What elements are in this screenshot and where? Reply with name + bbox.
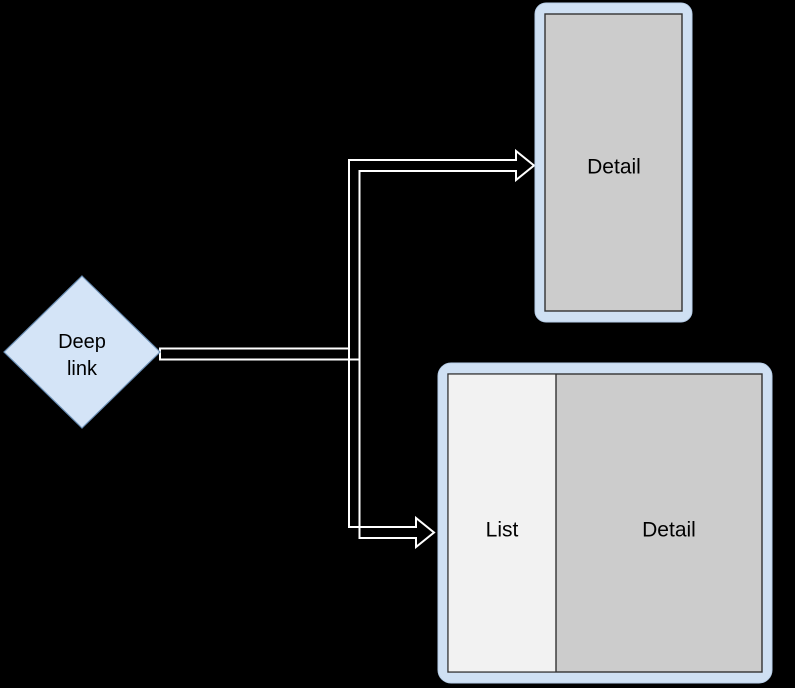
node-deep-link[interactable]: Deep link — [3, 275, 161, 429]
edge-deeplink-to-list-detail — [159, 347, 436, 550]
edge-path-bottom — [159, 347, 436, 550]
edge-deeplink-to-detail — [159, 148, 536, 361]
edge-path-top — [159, 148, 536, 361]
list-pane-label: List — [486, 519, 519, 542]
pane-list-background — [448, 374, 556, 672]
detail-pane-label-split: Detail — [642, 519, 696, 542]
diamond-shape — [3, 275, 161, 429]
node-detail-only[interactable]: Detail — [534, 2, 693, 323]
node-list-detail[interactable]: List Detail — [437, 362, 773, 684]
deep-link-label-line1: Deep — [58, 331, 106, 353]
detail-pane-label: Detail — [587, 156, 641, 179]
deep-link-label-line2: link — [67, 358, 98, 380]
device-screen-detail — [544, 13, 683, 312]
